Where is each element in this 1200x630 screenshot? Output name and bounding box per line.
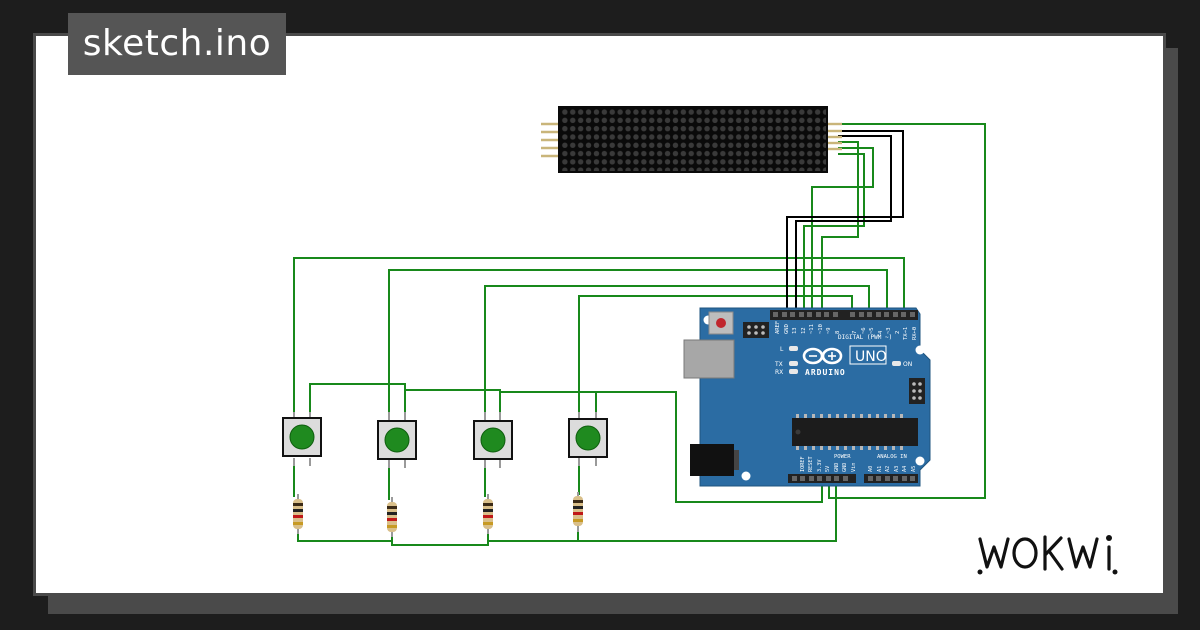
pin-label: A0 bbox=[868, 466, 874, 472]
uno-label: UNO bbox=[855, 349, 887, 365]
resistor-1[interactable] bbox=[293, 494, 303, 534]
usb-port-icon bbox=[683, 339, 735, 379]
button-3[interactable] bbox=[473, 412, 513, 468]
pin-label: RX←0 bbox=[912, 327, 918, 340]
icsp-header-2 bbox=[909, 378, 925, 404]
wokwi-logo bbox=[977, 535, 1118, 575]
wire-button-3-signal bbox=[484, 285, 870, 420]
wire-button-4-signal bbox=[578, 295, 853, 420]
pin-label: TX→1 bbox=[903, 327, 909, 340]
mount-hole bbox=[741, 471, 751, 481]
analog-pin-labels: A0 A1 A2 A3 A4 A5 bbox=[868, 466, 917, 472]
mount-hole bbox=[915, 456, 925, 466]
power-jack-lip bbox=[734, 450, 739, 470]
pin-label: ~6 bbox=[861, 327, 867, 334]
power-label: POWER bbox=[834, 454, 851, 460]
sketch-filename: sketch.ino bbox=[68, 13, 286, 75]
chip-pins bbox=[796, 414, 903, 450]
pin-label: 5V bbox=[825, 466, 831, 472]
pin-label: A5 bbox=[911, 466, 917, 472]
wire-matrix-cs bbox=[803, 153, 865, 313]
pin-label: A1 bbox=[877, 466, 883, 472]
digital-header bbox=[770, 310, 918, 320]
matrix-leds bbox=[560, 108, 826, 171]
button-2[interactable] bbox=[377, 412, 417, 468]
arduino-logo-symbols bbox=[809, 352, 836, 360]
pin-label: GND bbox=[842, 463, 848, 472]
digital-label: DIGITAL (PWM ~) bbox=[838, 334, 892, 341]
pin-label: A2 bbox=[885, 466, 891, 472]
pin-label: ~3 bbox=[886, 327, 892, 334]
arduino-logo-icon bbox=[802, 347, 843, 365]
pin-label: 3.3V bbox=[817, 460, 823, 473]
icsp-header bbox=[743, 322, 769, 338]
pin-label: 7 bbox=[852, 331, 858, 334]
pin-label: ~5 bbox=[869, 327, 875, 334]
resistor-4[interactable] bbox=[573, 492, 583, 532]
power-wires bbox=[786, 130, 904, 313]
wire-matrix-gnd-2 bbox=[795, 135, 892, 313]
resistor-2[interactable] bbox=[387, 497, 397, 537]
mount-hole bbox=[915, 345, 925, 355]
wire-button-2-signal bbox=[388, 269, 888, 420]
on-label: ON bbox=[903, 361, 912, 368]
led-rx-icon bbox=[789, 369, 798, 374]
digital-pin-labels: AREF GND 13 12 ~11 ~10 ~9 8 7 ~6 ~5 4 ~3… bbox=[775, 321, 918, 340]
pin-label: ~9 bbox=[826, 327, 832, 334]
wire-gnd-bus bbox=[297, 478, 837, 546]
wire-5v-bus-a bbox=[309, 383, 406, 420]
led-label-l: L bbox=[780, 346, 784, 353]
led-label-rx: RX bbox=[775, 369, 783, 376]
pin-label: 12 bbox=[801, 327, 807, 334]
uno-badge bbox=[849, 345, 887, 365]
analog-header bbox=[864, 474, 918, 483]
led-tx-icon bbox=[789, 361, 798, 366]
led-l-icon bbox=[789, 346, 798, 351]
max7219-matrix[interactable] bbox=[541, 106, 842, 173]
pin-label: 13 bbox=[792, 327, 798, 334]
pin-label: 2 bbox=[895, 331, 901, 334]
led-on-icon bbox=[892, 361, 901, 366]
resistor-3[interactable] bbox=[483, 494, 493, 534]
pin-label: A4 bbox=[902, 466, 908, 472]
arduino-label: ARDUINO bbox=[805, 368, 846, 377]
wires bbox=[293, 123, 986, 546]
reset-button-cap bbox=[716, 318, 726, 328]
chip-notch bbox=[795, 429, 801, 435]
wire-matrix-clk bbox=[821, 141, 859, 313]
wire-matrix-din bbox=[811, 147, 874, 313]
atmega-chip bbox=[792, 418, 918, 446]
pin-label: 4 bbox=[878, 330, 884, 334]
wire-5v-bus-b bbox=[405, 389, 501, 420]
pin-label: IOREF bbox=[800, 456, 806, 472]
pin-label: ~10 bbox=[818, 324, 824, 334]
button-1[interactable] bbox=[282, 412, 322, 466]
wire-matrix-gnd bbox=[786, 130, 904, 313]
pin-label: RESET bbox=[808, 456, 814, 472]
pin-label: GND bbox=[784, 324, 790, 334]
power-jack-icon bbox=[690, 444, 734, 476]
pin-label: GND bbox=[834, 463, 840, 472]
digital-header-pins bbox=[773, 312, 915, 317]
wire-5v-bus-c bbox=[500, 391, 597, 420]
bottom-header-pins bbox=[792, 476, 915, 481]
analog-label: ANALOG IN bbox=[877, 454, 907, 460]
pin-label: 8 bbox=[835, 331, 841, 334]
wire-5v-to-board bbox=[596, 391, 823, 503]
pin-label: AREF bbox=[775, 321, 781, 334]
power-pin-labels: IOREF RESET 3.3V 5V GND GND Vin bbox=[800, 456, 857, 472]
pin-label: Vin bbox=[851, 463, 857, 472]
wire-button-1-signal bbox=[293, 257, 905, 420]
wire-matrix-vcc bbox=[828, 123, 986, 499]
led-label-tx: TX bbox=[774, 361, 783, 368]
pin-label: A3 bbox=[894, 466, 900, 472]
pin-label: ~11 bbox=[809, 324, 815, 334]
matrix-pins bbox=[541, 122, 842, 158]
arduino-uno[interactable]: AREF GND 13 12 ~11 ~10 ~9 8 7 ~6 ~5 4 ~3… bbox=[683, 307, 931, 487]
button-4[interactable] bbox=[568, 412, 608, 466]
